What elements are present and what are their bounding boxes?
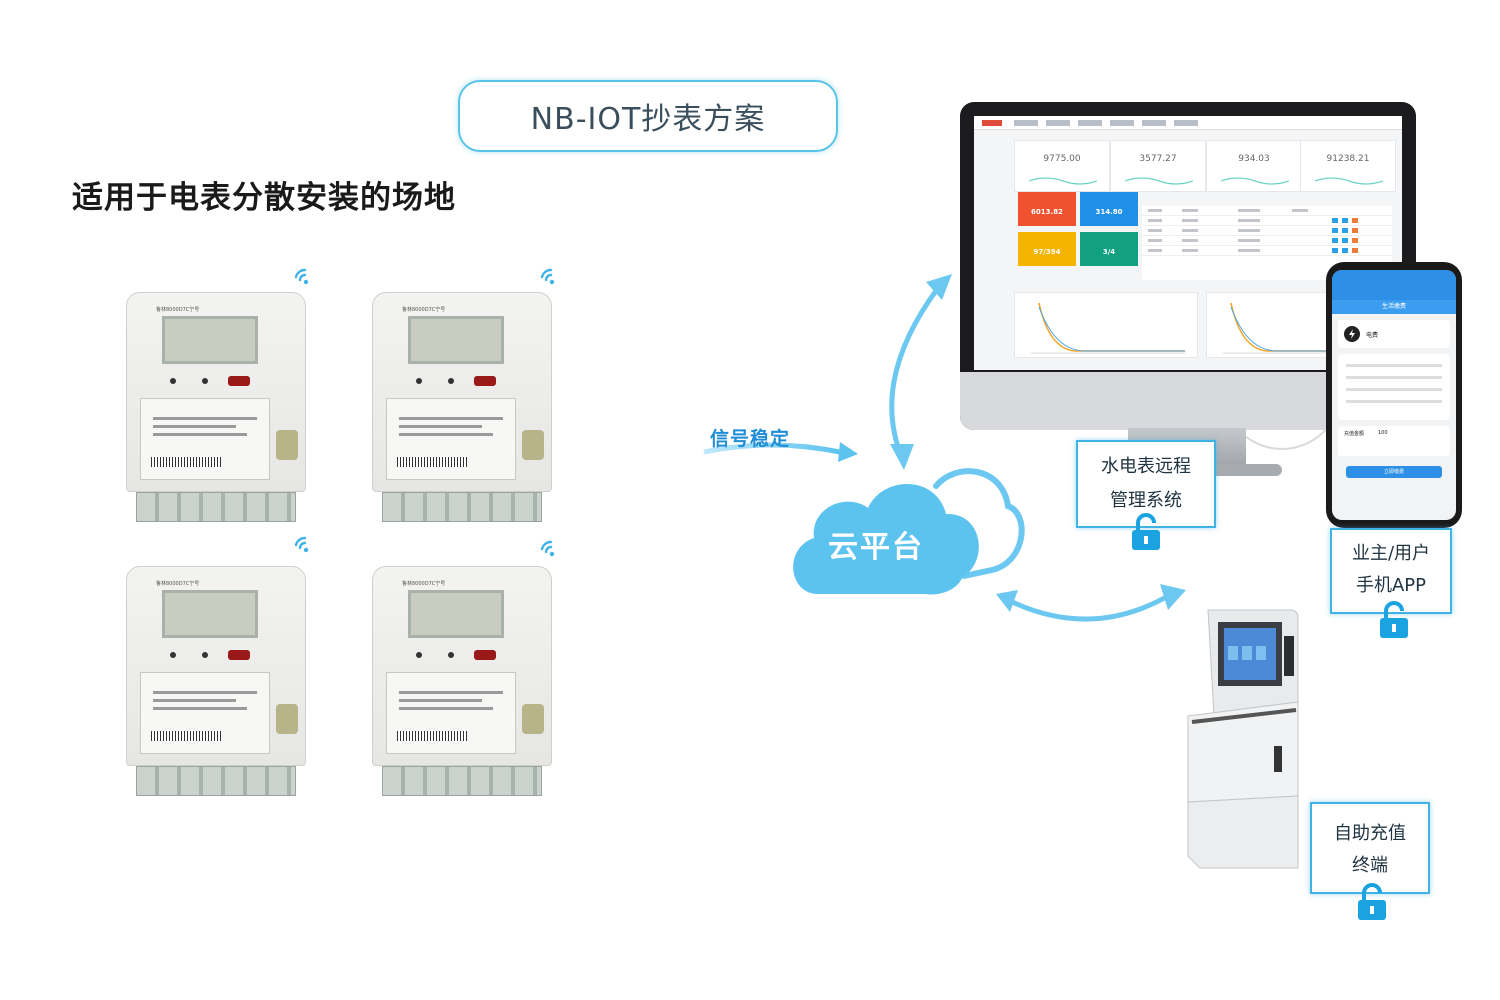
bill-item-card: 电费: [1338, 320, 1450, 348]
meter-lcd: [162, 316, 258, 364]
kpi-card: 9775.00: [1014, 140, 1110, 192]
lightning-icon: [1344, 326, 1360, 342]
stat-tile: 3/4: [1080, 232, 1138, 266]
stat-tile: 97/394: [1018, 232, 1076, 266]
smartphone: 生活缴费 电费 充值金额 100 立即缴费: [1326, 262, 1462, 528]
meter-brand: 鲁林8000D7C宁号: [402, 307, 446, 313]
recharge-amount: 100: [1378, 430, 1388, 436]
phone-page-header: 生活缴费: [1332, 300, 1456, 314]
phone-screen: 生活缴费 电费 充值金额 100 立即缴费: [1332, 270, 1456, 520]
electric-meter-2: 鲁林8000D7C宁号: [372, 292, 552, 522]
self-service-kiosk: [1187, 609, 1299, 869]
wifi-icon: [294, 536, 309, 553]
diagram-subtitle: 适用于电表分散安装的场地: [72, 180, 456, 216]
electric-meter-1: 鲁林8000D7C宁号: [126, 292, 306, 522]
meter-brand: 鲁林8000D7C宁号: [402, 581, 446, 587]
kpi-card: 91238.21: [1300, 140, 1396, 192]
cloud-kiosk-arrow: [1006, 593, 1170, 622]
meter-lcd: [408, 590, 504, 638]
arrow-head-left: [996, 590, 1018, 612]
stat-tile: 6013.82: [1018, 192, 1076, 226]
self-recharge-terminal-label: 自助充值 终端: [1310, 802, 1430, 894]
signal-stable-label: 信号稳定: [710, 428, 791, 450]
dashboard-chart: [1014, 292, 1198, 358]
connection-arrows: [703, 274, 1186, 622]
bill-item-label: 电费: [1366, 332, 1379, 339]
dashboard-table: [1142, 206, 1392, 280]
wifi-icon: [294, 268, 309, 285]
meter-brand: 鲁林8000D7C宁号: [156, 581, 200, 587]
signal-arrow-head: [838, 442, 858, 462]
owner-app-label: 业主/用户 手机APP: [1330, 528, 1452, 614]
meter-brand: 鲁林8000D7C宁号: [156, 307, 200, 313]
cloud-icon: [793, 468, 1025, 595]
recharge-card: 充值金额 100: [1338, 426, 1450, 456]
arrow-head-up: [926, 274, 952, 300]
account-info-card: [1338, 354, 1450, 420]
phone-status-bar: [1332, 270, 1456, 300]
lock-icon: [1132, 513, 1160, 550]
desktop-monitor: 9775.00 3577.27 934.03 91238.21 6013.82 …: [960, 102, 1416, 430]
stat-tile: 314.80: [1080, 192, 1138, 226]
wifi-icon: [540, 268, 555, 285]
electric-meter-3: 鲁林8000D7C宁号: [126, 566, 306, 796]
arrow-head-right: [1160, 584, 1186, 610]
diagram-title: NB-IOT抄表方案: [530, 102, 766, 137]
meter-lcd: [162, 590, 258, 638]
lock-icon: [1358, 883, 1386, 920]
pay-now-button[interactable]: 立即缴费: [1346, 466, 1442, 478]
arrow-head-down: [890, 444, 914, 470]
wifi-icon: [540, 540, 555, 557]
dashboard-topbar: [974, 116, 1402, 130]
meter-lcd: [408, 316, 504, 364]
recharge-label: 充值金额: [1344, 431, 1365, 437]
signal-arrow: [703, 442, 841, 455]
cloud-monitor-arrow: [889, 286, 941, 459]
kpi-card: 3577.27: [1110, 140, 1206, 192]
kpi-card: 934.03: [1206, 140, 1302, 192]
cloud-platform-label: 云平台: [828, 530, 924, 565]
electric-meter-4: 鲁林8000D7C宁号: [372, 566, 552, 796]
lock-icon: [1380, 601, 1408, 638]
title-badge: NB-IOT抄表方案: [458, 80, 838, 152]
